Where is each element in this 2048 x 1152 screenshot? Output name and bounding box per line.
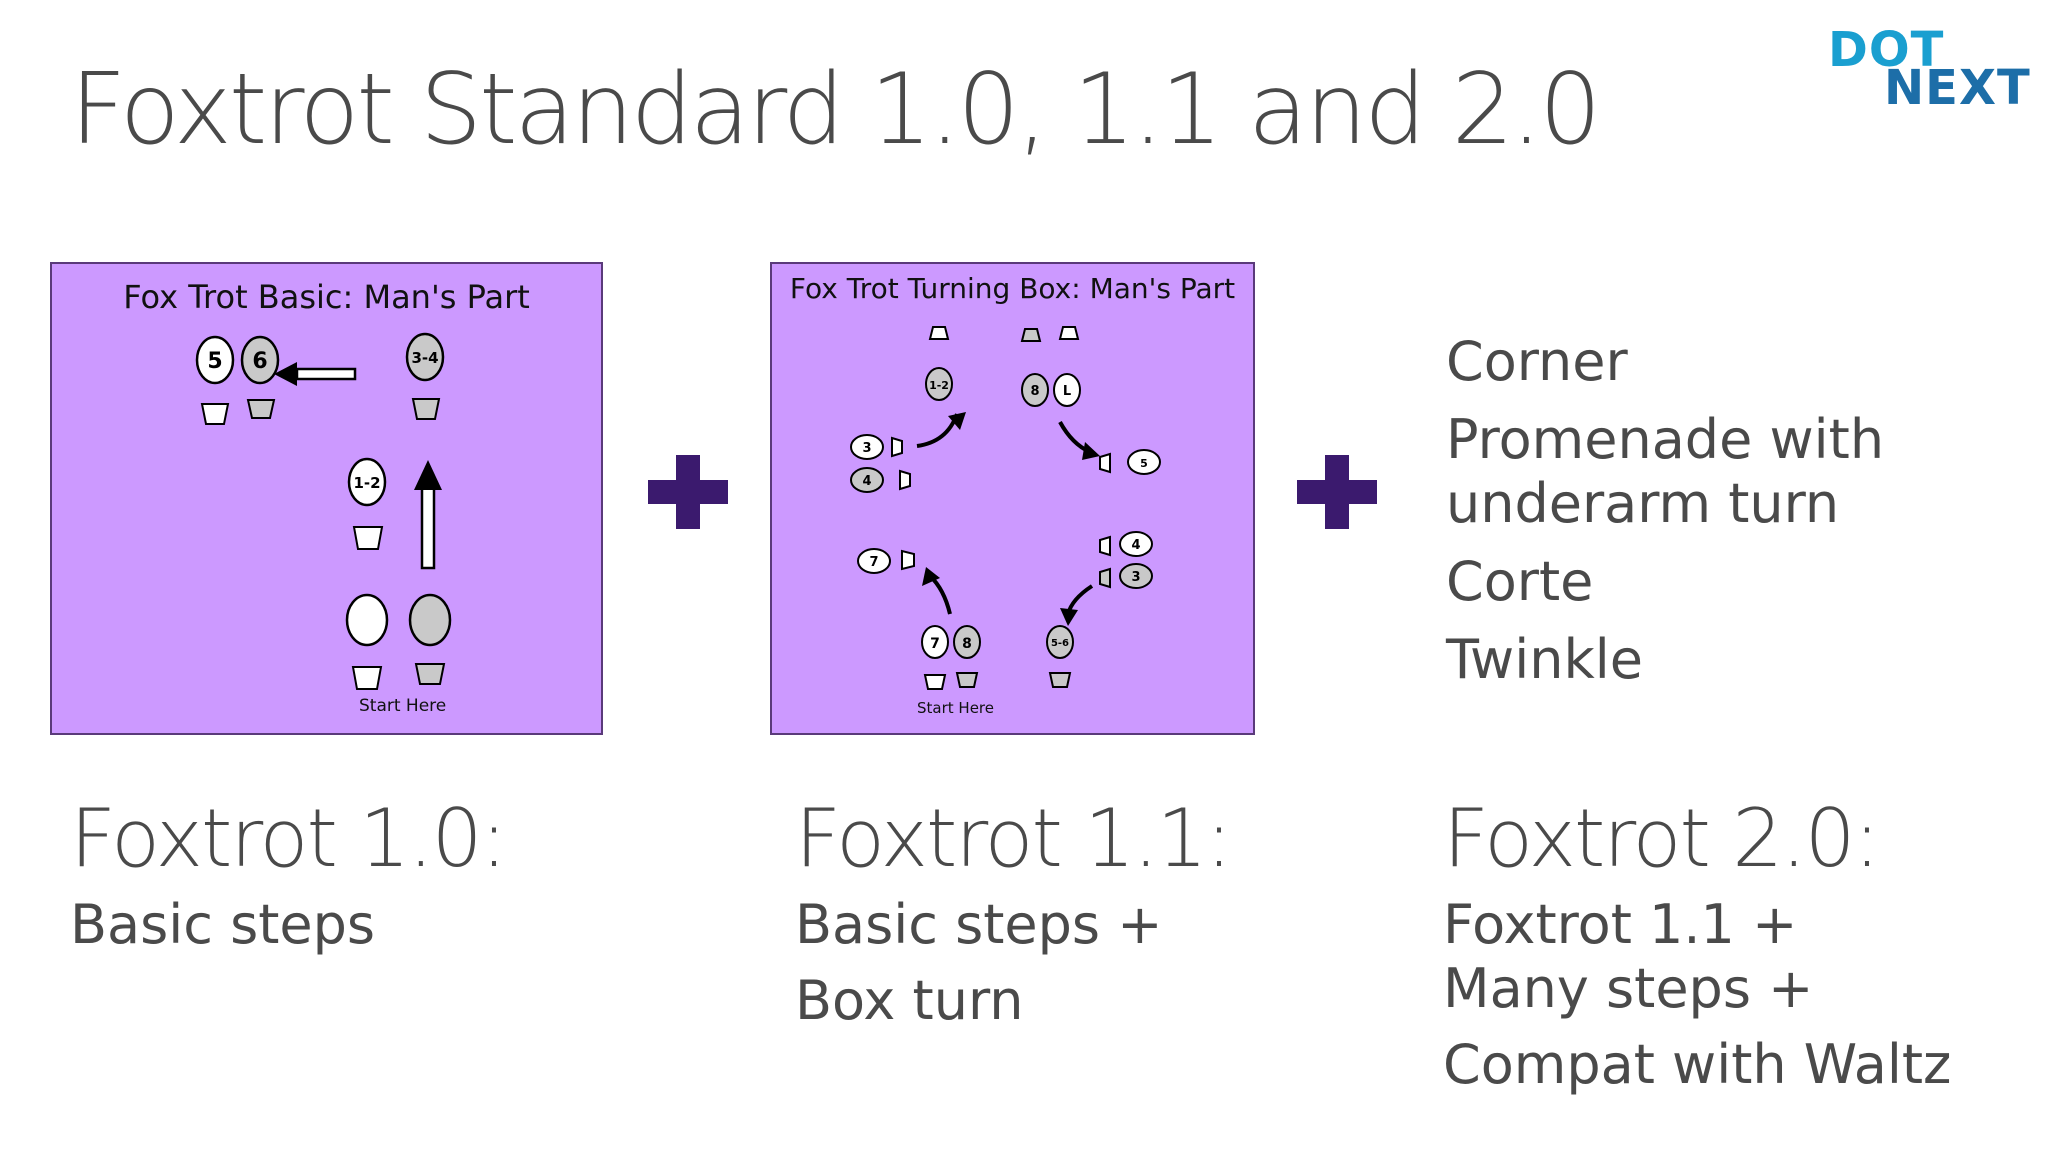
arrow-up-icon — [414, 460, 442, 570]
footprint-5: 5 — [1127, 449, 1161, 475]
foxtrot-basic-diagram: Fox Trot Basic: Man's Part 5 6 3-4 — [50, 262, 603, 735]
step-label: 4 — [1131, 538, 1140, 553]
step-label: 7 — [869, 555, 878, 570]
step-label: 6 — [252, 349, 267, 374]
column-foxtrot-1-0: Foxtrot 1.0: Basic steps — [70, 792, 507, 957]
footprint-7: 7 — [857, 548, 891, 574]
panel-basic-title: Fox Trot Basic: Man's Part — [123, 278, 530, 316]
foxtrot-turning-box-diagram: Fox Trot Turning Box: Man's Part 1-2 8 L — [770, 262, 1255, 735]
footprint-8: 8 — [1021, 373, 1049, 407]
step-label: 3 — [1131, 570, 1140, 585]
column-heading: Foxtrot 1.1: — [795, 792, 1232, 885]
logo-line1: DOT — [1828, 22, 1945, 78]
step-label: 1-2 — [929, 379, 949, 392]
start-here-label: Start Here — [359, 696, 447, 716]
footprint-L: L — [1053, 373, 1081, 407]
step-label: 5 — [207, 349, 222, 374]
curved-arrow-icon — [922, 567, 952, 615]
column-line: Basic steps — [70, 893, 376, 956]
plus-icon — [648, 455, 728, 529]
feature-list: Corner Promenade with underarm turn Cort… — [1446, 330, 2006, 706]
feature-item: Corner — [1446, 330, 1628, 393]
column-line: Box turn — [795, 969, 1024, 1032]
step-label: 4 — [862, 474, 871, 489]
footprint-1-2: 1-2 — [347, 457, 387, 507]
footprint-1-2: 1-2 — [925, 367, 953, 401]
footsteps-turning-svg: 1-2 8 L — [850, 326, 1161, 690]
step-label: 7 — [930, 636, 940, 652]
step-label: 8 — [962, 636, 972, 652]
step-label: 8 — [1030, 384, 1039, 399]
footprint-3: 3 — [1119, 563, 1153, 589]
dotnext-logo: DOT NEXT — [1826, 26, 2036, 116]
footprint-8: 8 — [953, 625, 981, 659]
footprint-4: 4 — [850, 467, 884, 493]
logo-line2: NEXT — [1884, 60, 2031, 116]
slide-title: Foxtrot Standard 1.0, 1.1 and 2.0 — [70, 53, 1601, 167]
footprint-6: 6 — [240, 335, 280, 385]
footprint-5-6: 5-6 — [1046, 625, 1074, 659]
footprint-7: 7 — [921, 625, 949, 659]
column-line: Foxtrot 1.1 + — [1443, 893, 1798, 956]
column-line: Many steps + — [1443, 957, 1814, 1020]
step-label: 3-4 — [411, 349, 438, 367]
feature-item: Corte — [1446, 550, 1594, 613]
arrow-left-icon — [274, 362, 357, 386]
feature-item: Twinkle — [1446, 628, 1643, 691]
curved-arrow-icon — [1058, 421, 1100, 460]
column-line: Basic steps + — [795, 893, 1163, 956]
footsteps-basic-svg: 5 6 3-4 1-2 — [195, 332, 452, 690]
footprint-3: 3 — [850, 434, 884, 460]
step-label: 5 — [1140, 457, 1148, 470]
column-line: Compat with Waltz — [1443, 1033, 1952, 1096]
step-label: 3 — [862, 441, 871, 456]
start-here-label: Start Here — [917, 699, 994, 717]
panel-turning-title: Fox Trot Turning Box: Man's Part — [789, 272, 1236, 305]
feature-item: Promenade with underarm turn — [1446, 408, 1885, 535]
column-heading: Foxtrot 2.0: — [1443, 792, 1880, 885]
step-label: 5-6 — [1051, 638, 1069, 649]
curved-arrow-icon — [1060, 584, 1094, 626]
footprint-4: 4 — [1119, 531, 1153, 557]
step-label: 1-2 — [353, 474, 380, 492]
footprint-3-4: 3-4 — [405, 332, 445, 382]
column-heading: Foxtrot 1.0: — [70, 792, 507, 885]
curved-arrow-icon — [916, 412, 966, 448]
column-foxtrot-1-1: Foxtrot 1.1: Basic steps + Box turn — [795, 792, 1232, 1033]
plus-icon — [1297, 455, 1377, 529]
column-foxtrot-2-0: Foxtrot 2.0: Foxtrot 1.1 + Many steps + … — [1443, 795, 1951, 1097]
footprint-5: 5 — [195, 335, 235, 385]
step-label: L — [1063, 384, 1071, 399]
